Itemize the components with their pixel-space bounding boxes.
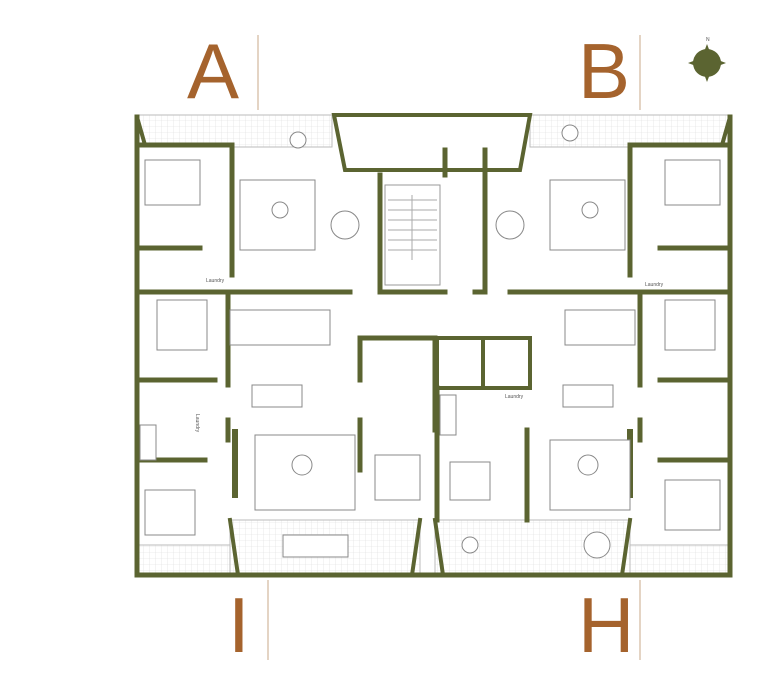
unit-divider-lines: [257, 35, 641, 660]
laundry-label-a: Laundry: [206, 278, 225, 284]
laundry-label-h: Laundry: [505, 394, 524, 400]
unit-label-i: I: [228, 581, 250, 669]
stairwell: [384, 184, 441, 286]
laundry-label-i: Laundry: [194, 414, 200, 433]
furniture: [139, 124, 721, 559]
unit-label-h: H: [578, 581, 634, 669]
compass-icon: N: [688, 37, 726, 82]
unit-label-a: A: [187, 27, 239, 115]
unit-label-b: B: [578, 27, 630, 115]
walls: [134, 113, 733, 578]
laundry-label-b: Laundry: [645, 282, 664, 288]
svg-text:N: N: [706, 37, 710, 43]
